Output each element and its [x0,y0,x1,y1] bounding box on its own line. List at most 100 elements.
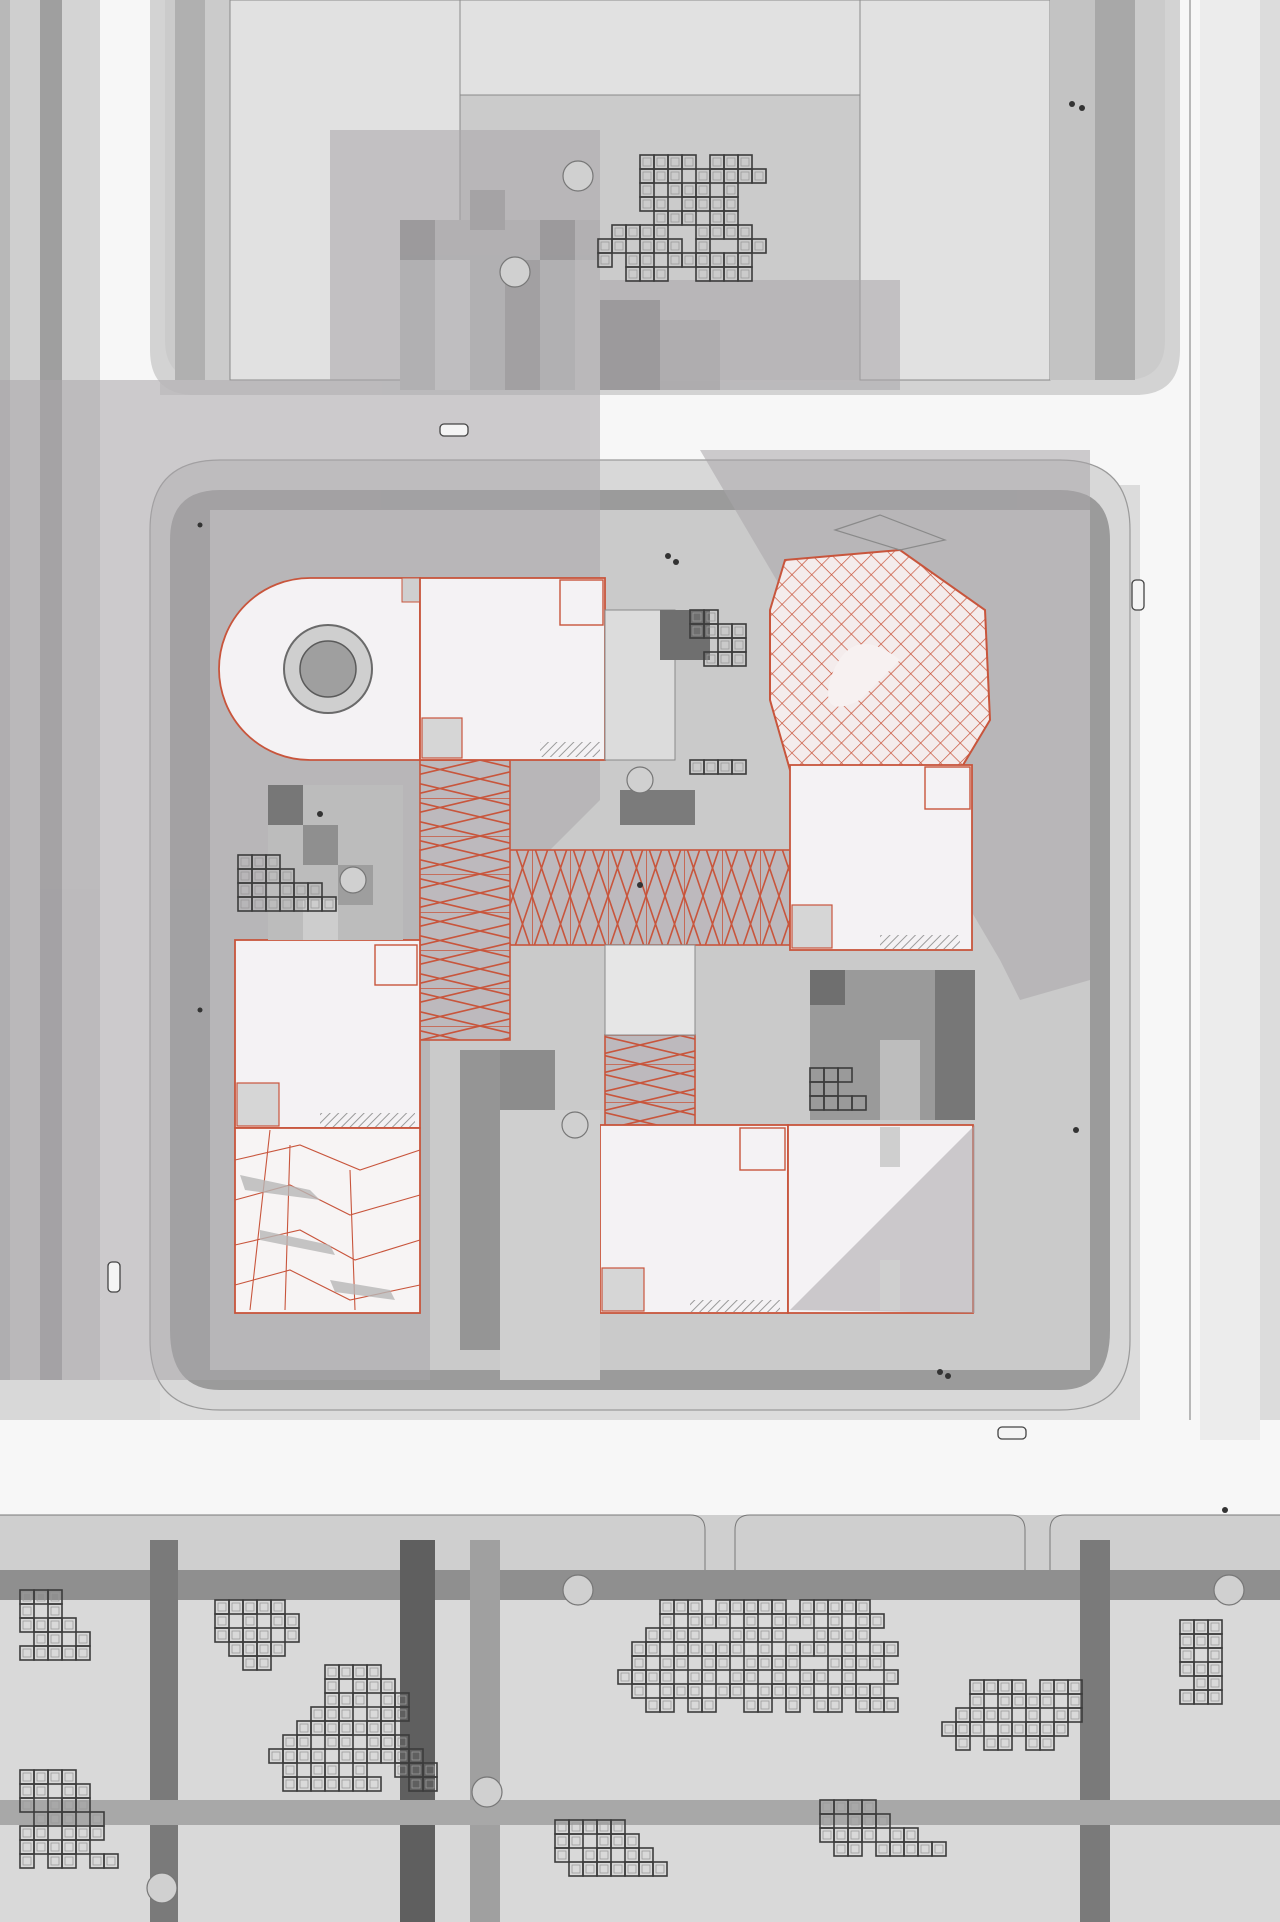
lattice-cell [729,1683,745,1699]
lattice-cell-inner [425,1765,435,1775]
lattice-cell-inner [670,241,680,251]
lattice-planters [19,154,1223,1877]
lattice-cell-inner [1210,1664,1220,1674]
lattice-cell-inner [22,1620,32,1630]
lattice-cell-inner [299,1779,309,1789]
lattice-cell-inner [1070,1682,1080,1692]
lattice-cell-inner [754,241,764,251]
car [439,423,469,437]
lattice-cell-inner [282,885,292,895]
lattice-cell-inner [78,1800,88,1810]
lattice-cell-inner [760,1700,770,1710]
lattice-cell-inner [690,1616,700,1626]
lattice-cell [645,1641,661,1657]
lattice-cell-inner [858,1658,868,1668]
lattice-cell-inner [704,1672,714,1682]
lattice-cell [701,1669,717,1685]
lattice-cell-inner [571,1836,581,1846]
lattice-cell-inner [296,885,306,895]
lattice-cell-inner [844,1658,854,1668]
lattice-cell-inner [830,1686,840,1696]
lattice-cell-inner [802,1616,812,1626]
lattice-cell-inner [704,1644,714,1654]
lattice-cell [883,1641,899,1657]
lattice-cell-inner [1210,1692,1220,1702]
lattice-cell-inner [720,762,730,772]
lattice-cell-inner [844,1672,854,1682]
lattice-cell-inner [36,1634,46,1644]
lattice-cell-inner [1028,1724,1038,1734]
lattice-cell-inner [670,157,680,167]
lattice-cell-inner [746,1616,756,1626]
lattice-cell-inner [692,612,702,622]
lattice-cell-inner [662,1630,672,1640]
lattice-cell [855,1627,871,1643]
lattice-cell-inner [816,1672,826,1682]
lattice-cell-inner [22,1648,32,1658]
lattice-cell-inner [268,871,278,881]
lattice-cell-inner [642,157,652,167]
lattice-cell-inner [64,1786,74,1796]
lattice-cell-inner [106,1856,116,1866]
lattice-cell [422,1776,438,1792]
lattice-cell-inner [341,1779,351,1789]
lattice-cell [321,896,337,912]
lattice-cell-inner [712,171,722,181]
lattice-cell-inner [1042,1738,1052,1748]
lattice-cell-inner [1056,1724,1066,1734]
lattice-cell-inner [684,255,694,265]
lattice-cell [61,1853,77,1869]
lattice-cell-inner [746,1700,756,1710]
lattice-cell-inner [690,1672,700,1682]
lattice-cell-inner [64,1648,74,1658]
lattice-cell-inner [22,1828,32,1838]
lattice-cell-inner [972,1682,982,1692]
lattice-cell-inner [64,1620,74,1630]
lattice-cell [631,1683,647,1699]
lattice-cell [611,238,627,254]
lattice-cell-inner [557,1822,567,1832]
lattice-cell-inner [706,612,716,622]
lattice-cell-inner [872,1658,882,1668]
lattice-cell-inner [64,1842,74,1852]
lattice-cell-inner [1182,1622,1192,1632]
lattice-cell-inner [1042,1682,1052,1692]
lattice-cell-inner [642,241,652,251]
lattice-cell-inner [1042,1696,1052,1706]
lattice-cell-inner [585,1822,595,1832]
lattice-cell-inner [50,1814,60,1824]
lattice-cell-inner [864,1816,874,1826]
lattice-cell-inner [986,1738,996,1748]
lattice-cell-inner [712,269,722,279]
lattice-cell-inner [858,1630,868,1640]
lattice-cell-inner [327,1723,337,1733]
lattice-cell-inner [245,1602,255,1612]
lattice-cell-inner [64,1814,74,1824]
lattice-cell-inner [217,1616,227,1626]
lattice-cell-inner [1182,1664,1192,1674]
lattice-cell-inner [78,1786,88,1796]
lattice-cell-inner [613,1822,623,1832]
faceted-roof [234,1127,421,1314]
lattice-cell-inner [656,213,666,223]
lattice-cell [737,266,753,282]
lattice-cell-inner [620,1672,630,1682]
lattice-cell-inner [774,1616,784,1626]
lattice-cell [554,1847,570,1863]
lattice-cell-inner [369,1681,379,1691]
lattice-cell-inner [50,1648,60,1658]
lattice-cell-inner [1000,1696,1010,1706]
lattice-cell-inner [850,1844,860,1854]
lattice-cell [827,1697,843,1713]
lattice-cell-inner [78,1842,88,1852]
lattice-cell-inner [822,1802,832,1812]
lattice-cell-inner [836,1802,846,1812]
tree [562,1574,594,1606]
lattice-cell-inner [642,185,652,195]
lattice-cell-inner [864,1830,874,1840]
lattice-cell-inner [271,1751,281,1761]
lattice-cell-inner [690,1686,700,1696]
lattice-cell [681,154,697,170]
lattice-cell [997,1735,1013,1751]
lattice-cell-inner [268,857,278,867]
